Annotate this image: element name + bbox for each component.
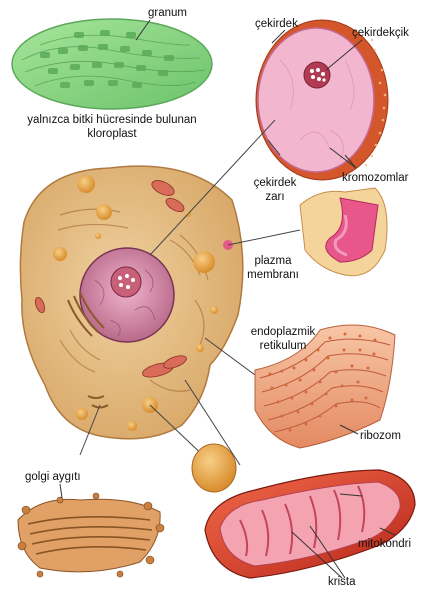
mitochondrion bbox=[204, 469, 416, 579]
plasma-membrane-fragment bbox=[299, 187, 388, 277]
label-chloroplast-line1: yalnızca bitki hücresinde bulunan bbox=[27, 114, 197, 126]
cell-mitochondria bbox=[34, 180, 187, 378]
label-krista: krista bbox=[328, 576, 356, 588]
label-cekirdek: çekirdek bbox=[255, 18, 298, 30]
label-cekirdek-zari-line2: zarı bbox=[265, 191, 285, 203]
label-plazma-membrani-line2: membranı bbox=[247, 269, 299, 281]
label-mitokondri: mitokondri bbox=[358, 538, 412, 550]
label-ribozom: ribozom bbox=[360, 430, 401, 442]
golgi-apparatus bbox=[17, 483, 165, 578]
label-kromozomlar: kromozomlar bbox=[342, 172, 409, 184]
endoplasmic-reticulum bbox=[254, 324, 396, 449]
nucleus-cutaway bbox=[255, 19, 389, 181]
label-endoplazmik-line1: endoplazmik bbox=[250, 326, 316, 338]
label-plazma-membrani-line1: plazma bbox=[254, 255, 292, 267]
vesicle bbox=[191, 443, 237, 493]
label-endoplazmik-line2: retikulum bbox=[259, 340, 307, 352]
cell-vesicles bbox=[53, 175, 218, 431]
chloroplast bbox=[11, 18, 213, 110]
label-golgi-aygiti: golgi aygıtı bbox=[25, 471, 81, 483]
label-granum: granum bbox=[148, 7, 187, 19]
label-chloroplast-line2: kloroplast bbox=[87, 128, 137, 140]
label-cekirdekcik: çekirdekçik bbox=[352, 27, 409, 39]
label-cekirdek-zari-line1: çekirdek bbox=[253, 177, 297, 189]
cell-body bbox=[19, 165, 244, 440]
